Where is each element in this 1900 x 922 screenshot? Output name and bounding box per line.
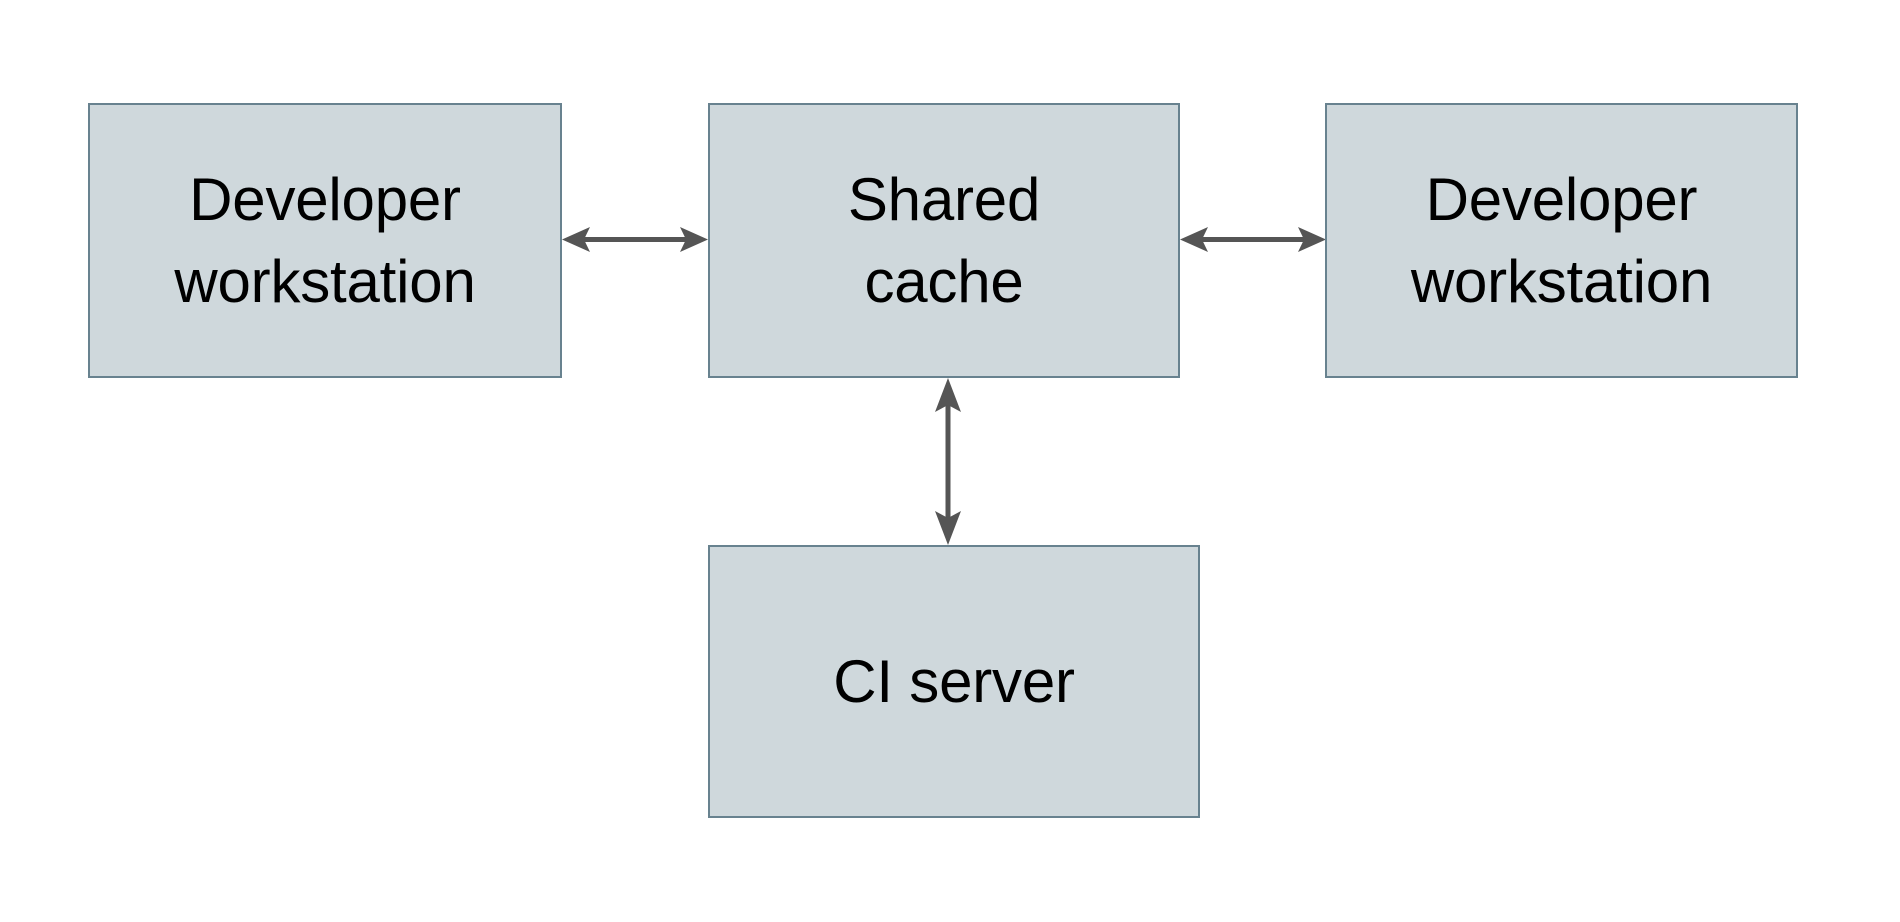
node-label: Developer workstation — [1410, 165, 1713, 315]
node-label: CI server — [833, 647, 1075, 715]
node-developer-workstation-right[interactable]: Developer workstation — [1325, 103, 1798, 378]
edge-cache-to-ci — [913, 376, 983, 547]
double-arrow-icon — [562, 227, 708, 252]
edge-cache-to-dev-right — [1178, 206, 1328, 276]
node-label: Developer workstation — [174, 165, 476, 315]
double-arrow-icon — [1180, 227, 1326, 252]
node-developer-workstation-left[interactable]: Developer workstation — [88, 103, 562, 378]
double-arrow-icon — [935, 378, 961, 545]
node-label: Shared cache — [847, 165, 1041, 315]
node-shared-cache[interactable]: Shared cache — [708, 103, 1180, 378]
edge-dev-left-to-cache — [560, 206, 710, 276]
node-ci-server[interactable]: CI server — [708, 545, 1200, 818]
